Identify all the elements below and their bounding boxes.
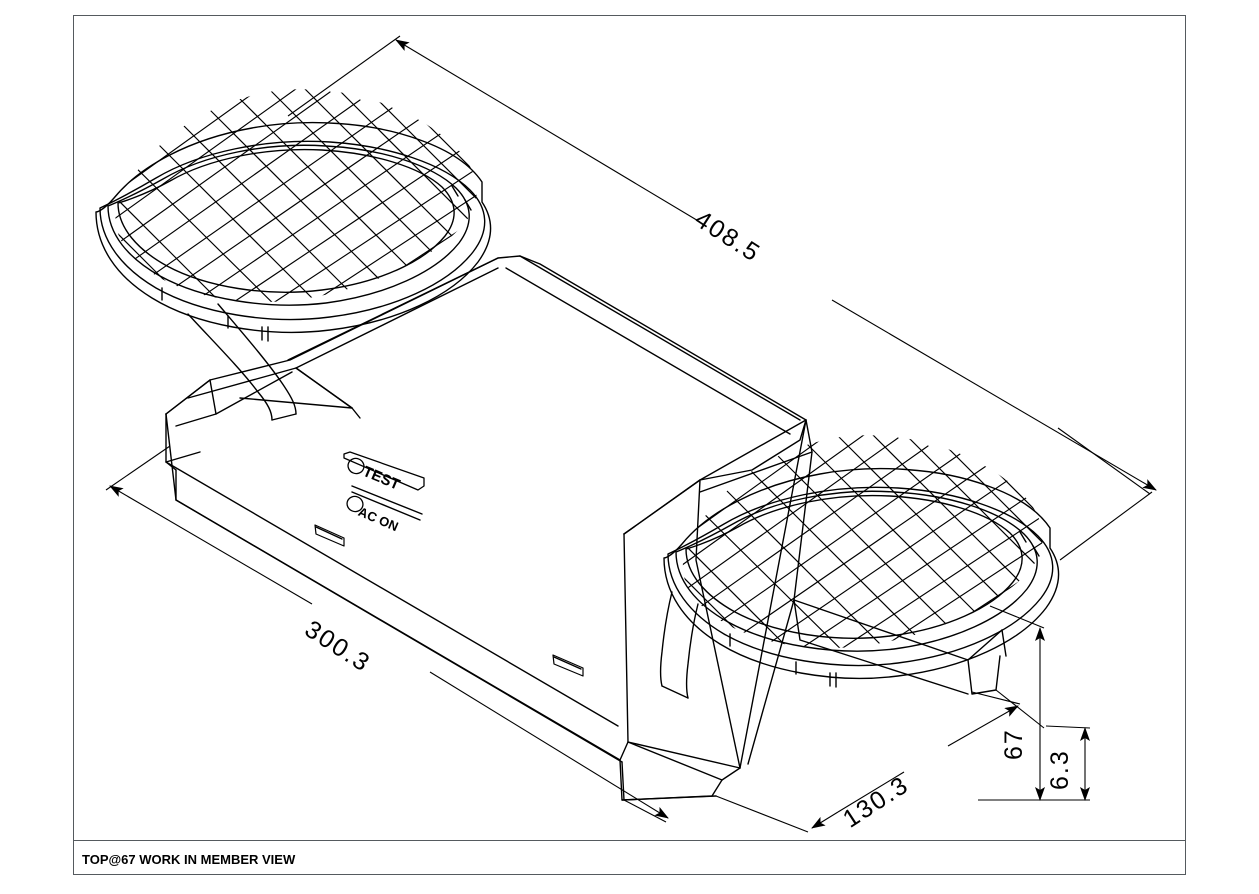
drawing-border-frame	[73, 15, 1186, 875]
dimension-lines	[105, 35, 1157, 833]
control-panel	[314, 451, 584, 677]
dim-heights	[978, 605, 1091, 801]
dim-body-length	[105, 445, 669, 823]
right-arm	[659, 591, 699, 699]
dim-body-depth	[715, 691, 1021, 833]
title-block-divider	[73, 840, 1186, 841]
dim-overall-length	[287, 35, 1157, 561]
view-title-label: TOP@67 WORK IN MEMBER VIEW	[82, 852, 296, 867]
main-housing	[165, 255, 1007, 801]
left-arm	[187, 303, 297, 421]
